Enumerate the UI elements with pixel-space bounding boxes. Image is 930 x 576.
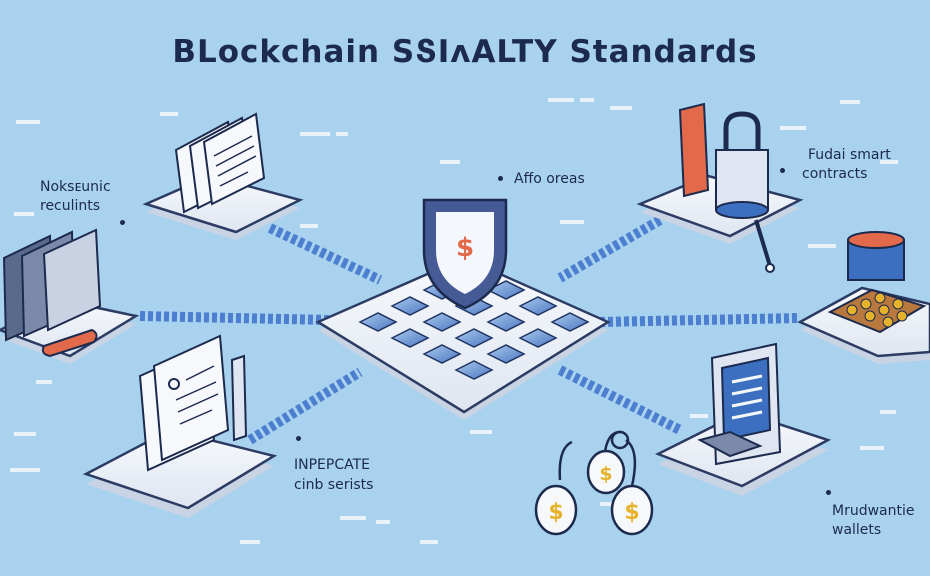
red-marker-icon bbox=[41, 328, 98, 358]
node-bottom-right bbox=[654, 342, 832, 496]
coin-keychain-icon: $ $ $ bbox=[534, 430, 654, 536]
leader-dot-bottom-middle bbox=[296, 436, 301, 441]
label-bottom-middle-line2: cinb serists bbox=[294, 477, 374, 493]
label-top-left-line1: Noksᴇunic bbox=[40, 179, 111, 195]
coin-symbol-1: $ bbox=[548, 500, 563, 525]
coin-tray-icon bbox=[827, 231, 927, 334]
coin-symbol-3: $ bbox=[624, 500, 639, 525]
connector-right bbox=[599, 313, 801, 327]
shield-icon: $ bbox=[422, 198, 508, 310]
document-stack-icon bbox=[174, 112, 266, 214]
connector-top-right bbox=[557, 215, 663, 283]
node-bottom-left bbox=[82, 334, 278, 518]
label-bottom-right-line2: wallets bbox=[832, 522, 882, 538]
padlock-icon bbox=[678, 102, 775, 273]
label-bottom-right-line1: Mrudwantie bbox=[832, 503, 915, 519]
folder-files-icon bbox=[2, 228, 102, 342]
coin-symbol-2: $ bbox=[599, 463, 612, 485]
label-top-right-line1: Fudai smart bbox=[808, 147, 891, 163]
computer-monitor-icon bbox=[697, 342, 782, 466]
diagram-title: BLockchain SՏIʌALTY Standards bbox=[172, 34, 758, 70]
label-top-right-line2: contracts bbox=[802, 166, 868, 182]
label-top-left-line2: reculints bbox=[40, 198, 101, 214]
paper-document-icon bbox=[138, 334, 248, 472]
leader-dot-top-left bbox=[120, 220, 125, 225]
connector-left bbox=[139, 311, 331, 325]
node-right bbox=[797, 231, 930, 364]
connector-bottom-left bbox=[247, 367, 363, 445]
connector-lines bbox=[139, 215, 801, 445]
connector-top-left bbox=[267, 223, 383, 285]
leader-dot-bottom-right bbox=[826, 490, 831, 495]
node-left bbox=[0, 228, 140, 364]
leader-dot-top-right bbox=[780, 168, 785, 173]
shield-symbol: $ bbox=[456, 233, 474, 263]
node-top-right bbox=[636, 102, 804, 273]
label-bottom-middle-line1: INPEPCATE bbox=[294, 457, 370, 473]
node-top-left bbox=[142, 112, 304, 240]
label-center-top: Affo oreas bbox=[514, 171, 585, 187]
leader-dot-center-top bbox=[498, 176, 503, 181]
connector-bottom-right bbox=[557, 365, 683, 435]
